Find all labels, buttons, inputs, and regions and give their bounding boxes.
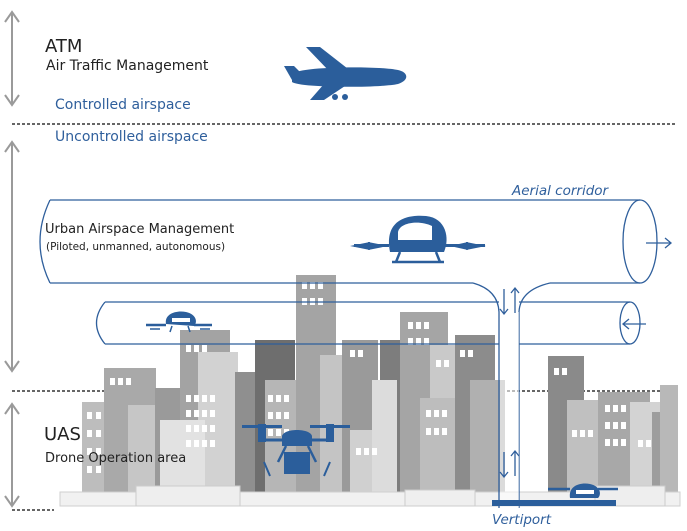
- atm-title: ATM: [45, 36, 83, 57]
- uam-scale-arrow: [4, 140, 20, 373]
- vertiport-pad: [492, 500, 616, 506]
- atm-subtitle: Air Traffic Management: [46, 58, 209, 74]
- corridor-arrow-left-icon: [621, 318, 646, 330]
- air-taxi-icon: [350, 215, 486, 264]
- corridor-updown-arrows-icon: [499, 286, 520, 479]
- corridor-trunk-fill: [500, 312, 519, 508]
- uas-title: UAS: [44, 424, 81, 445]
- uas-subtitle: Drone Operation area: [45, 451, 187, 466]
- aerial-corridor-label: Aerial corridor: [512, 183, 609, 199]
- controlled-airspace-label: Controlled airspace: [55, 97, 191, 113]
- landed-drone-icon: [548, 483, 618, 498]
- uas-scale-arrow: [4, 402, 20, 508]
- delivery-drone-icon: [242, 424, 350, 477]
- uam-title: Urban Airspace Management: [45, 222, 235, 237]
- airplane-icon: [284, 47, 407, 100]
- uam-subtitle: (Piloted, unmanned, autonomous): [46, 241, 226, 253]
- city-skyline: [59, 275, 681, 507]
- aerial-corridor: [39, 199, 658, 508]
- uncontrolled-airspace-label: Uncontrolled airspace: [55, 129, 208, 145]
- vertiport-label: Vertiport: [492, 512, 552, 528]
- atm-scale-arrow: [4, 10, 20, 107]
- corridor-arrow-right-icon: [646, 237, 673, 249]
- small-drone-icon: [146, 311, 212, 333]
